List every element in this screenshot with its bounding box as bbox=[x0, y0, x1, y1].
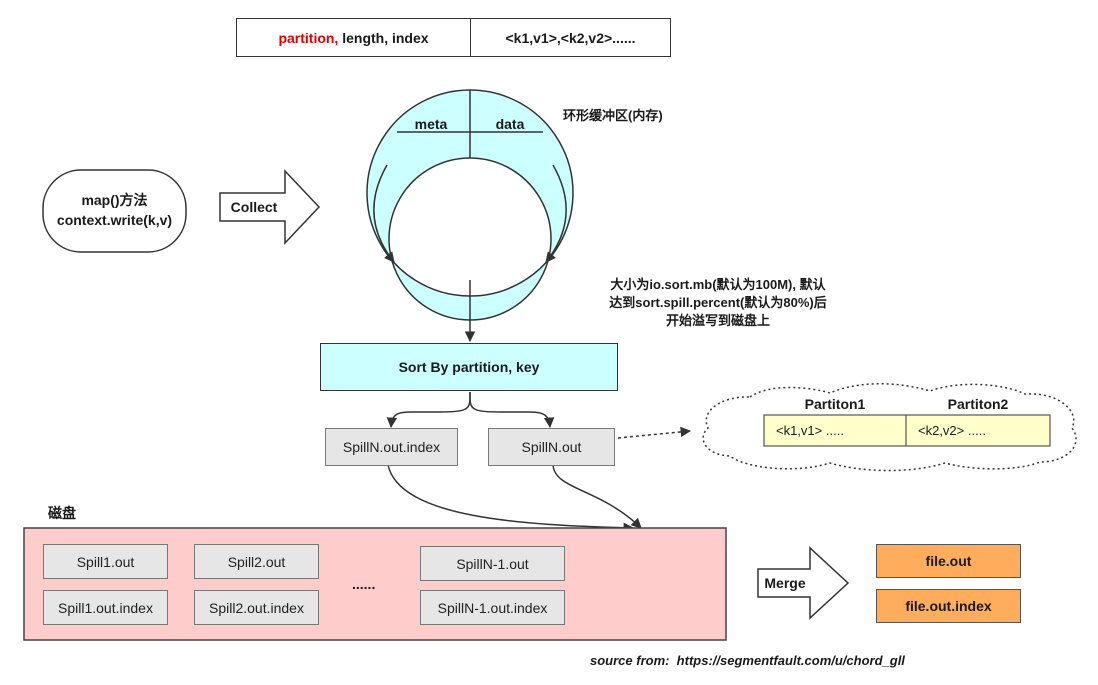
spill-out-box: SpillN.out bbox=[488, 428, 615, 466]
file-index-box: file.out.index bbox=[876, 589, 1021, 623]
spill1-index-box: Spill1.out.index bbox=[43, 590, 168, 625]
spill2-out-box: Spill2.out bbox=[194, 544, 319, 579]
spill-note-line1: 大小为io.sort.mb(默认为100M), 默认 bbox=[610, 277, 826, 292]
partition1-title: Partiton1 bbox=[804, 396, 866, 412]
map-method-label: map()方法 bbox=[81, 192, 148, 208]
collect-label: Collect bbox=[230, 199, 278, 215]
merge-label: Merge bbox=[764, 575, 806, 591]
spill-to-partition-dotted-arrow bbox=[617, 426, 692, 439]
ring-flow-left-arrow bbox=[373, 164, 395, 263]
ring-buffer-name: 环形缓冲区(内存) bbox=[563, 108, 663, 123]
map-node-shape bbox=[42, 169, 187, 253]
spill2-index-box: Spill2.out.index bbox=[194, 590, 319, 625]
ring-data-label: data bbox=[495, 116, 525, 132]
disk-ellipsis: ...... bbox=[352, 576, 376, 592]
source-note: source from: https://segmentfault.com/u/… bbox=[590, 653, 905, 668]
partition1-content: <k1,v1> ..... bbox=[776, 423, 844, 438]
file-out-box: file.out bbox=[876, 544, 1021, 578]
ring-meta-label: meta bbox=[414, 116, 448, 132]
spill-out-to-disk-arrow bbox=[552, 464, 642, 529]
spill-index-box: SpillN.out.index bbox=[325, 428, 458, 466]
partition2-content: <k2,v2> ..... bbox=[918, 423, 986, 438]
spill-note-line3: 开始溢写到磁盘上 bbox=[665, 313, 770, 328]
spill-note-line2: 达到sort.spill.percent(默认为80%)后 bbox=[609, 295, 827, 310]
spillN1-out-box: SpillN-1.out bbox=[420, 546, 565, 581]
spillN1-index-box: SpillN-1.out.index bbox=[420, 590, 565, 625]
ring-flow-right-arrow bbox=[545, 164, 567, 263]
ring-buffer bbox=[366, 89, 574, 321]
merge-arrow bbox=[757, 546, 850, 620]
map-node: map()方法 context.write(k,v) bbox=[43, 190, 186, 230]
spill-index-to-disk-arrow bbox=[387, 464, 635, 533]
collect-arrow bbox=[219, 169, 321, 245]
context-write-label: context.write(k,v) bbox=[56, 212, 173, 228]
sort-to-spill-out-arrow bbox=[469, 392, 555, 429]
partition-field-highlight: partition, bbox=[278, 29, 339, 46]
record-meta-fields: partition, length, index bbox=[237, 19, 471, 56]
sort-to-spill-index-arrow bbox=[386, 392, 471, 429]
partition2-title: Partiton2 bbox=[947, 396, 1009, 412]
record-data-field: <k1,v1>,<k2,v2>...... bbox=[505, 29, 636, 46]
partition-bar bbox=[763, 414, 1051, 447]
sort-box: Sort By partition, key bbox=[320, 343, 618, 391]
record-format-bar: partition, length, index <k1,v1>,<k2,v2>… bbox=[236, 18, 671, 57]
disk-label: 磁盘 bbox=[48, 505, 76, 521]
record-fields-rest: length, index bbox=[338, 29, 429, 46]
spill-note: 大小为io.sort.mb(默认为100M), 默认 达到sort.spill.… bbox=[578, 276, 858, 330]
spill1-out-box: Spill1.out bbox=[43, 544, 168, 579]
